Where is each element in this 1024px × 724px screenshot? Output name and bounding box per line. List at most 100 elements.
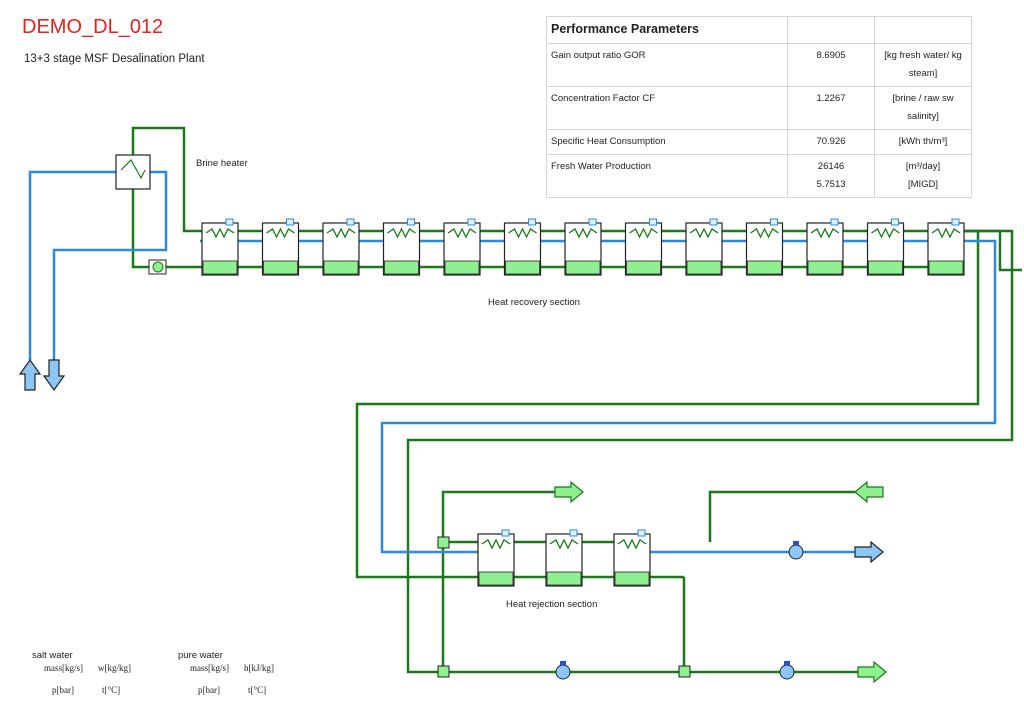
stage-pool [546, 571, 582, 586]
legend-caption: pure water [178, 650, 223, 661]
seawater-pipe [52, 170, 168, 360]
stage-pool [323, 260, 359, 275]
seawater-pipe [200, 239, 997, 554]
table-row: Specific Heat Consumption 70.926 [kWh th… [546, 129, 972, 155]
condenser-coil [447, 227, 477, 239]
stage-pool [444, 260, 480, 275]
heat-recovery-stage [624, 218, 663, 276]
heat-recovery-stage [745, 218, 784, 276]
param-name: Fresh Water Production [546, 154, 788, 198]
heat-recovery-stage [322, 218, 360, 276]
port [501, 529, 510, 537]
condenser-coil [810, 227, 840, 239]
stage-pool [565, 260, 601, 275]
stage-pool [478, 571, 514, 586]
legend-top-left: mass[kg/s] [44, 663, 83, 673]
condenser-coil [871, 227, 900, 239]
legend-top-left: mass[kg/s] [190, 663, 229, 673]
brine-heater-label: Brine heater [196, 158, 248, 169]
arrow-right-icon [857, 660, 887, 684]
arrow-down-icon [42, 359, 66, 392]
port [709, 218, 718, 226]
page-subtitle: 13+3 stage MSF Desalination Plant [24, 53, 205, 65]
brine-pipe [406, 229, 1014, 674]
stage-pool [626, 260, 661, 275]
heat-recovery-stage [382, 218, 421, 276]
legend-bottom-left: p[bar] [198, 685, 220, 695]
pump-icon [555, 664, 571, 680]
arrow-right-icon [554, 480, 584, 504]
condenser-coil [750, 227, 779, 239]
valve-icon [793, 541, 799, 545]
port [346, 218, 355, 226]
port [528, 218, 536, 226]
param-name: Gain output ratio GOR [546, 43, 788, 87]
heat-rejection-stage [613, 529, 651, 587]
heat-rejection-stage [545, 529, 583, 587]
port [225, 218, 234, 226]
stage-pool [807, 260, 843, 275]
condenser-coil [266, 227, 295, 239]
stage-pool [263, 260, 298, 275]
brine-pipe [355, 229, 980, 579]
port [407, 218, 415, 226]
port [830, 218, 839, 226]
condenser-coil [689, 227, 719, 239]
brine-pipe [441, 490, 555, 672]
legend-top-right: h[kJ/kg] [244, 663, 274, 673]
legend-bottom-right: t[°C] [248, 685, 267, 695]
legend-top-right: w[kg/kg] [98, 663, 131, 673]
stage-pool [384, 260, 419, 275]
port [951, 218, 960, 226]
condenser-coil [568, 227, 598, 239]
param-unit: [kWh th/m³] [874, 129, 972, 155]
pump-icon [779, 664, 795, 680]
condenser-coil [629, 227, 658, 239]
arrow-left-icon [854, 480, 884, 504]
splitter-icon [678, 665, 691, 678]
arrow-up-icon [18, 358, 42, 391]
condenser-coil [617, 538, 647, 550]
heat-recovery-stage [503, 218, 542, 276]
table-row: Gain output ratio GOR 8.6905 [kg fresh w… [546, 43, 972, 87]
param-unit: [brine / raw sw salinity] [874, 86, 972, 130]
param-value: 26146 [817, 161, 845, 172]
legend-bottom-right: t[°C] [102, 685, 121, 695]
mixer-icon [437, 536, 450, 549]
param-value: 8.6905 [787, 43, 875, 87]
heat-recovery-label: Heat recovery section [488, 297, 580, 308]
heat-recovery-stage [261, 218, 300, 276]
heat-recovery-stage [927, 218, 965, 276]
stage-pool [686, 260, 722, 275]
port [569, 529, 578, 537]
legend-pure-water: pure water mass[kg/s] h[kJ/kg] p[bar] t[… [178, 650, 290, 705]
param-unit: [kg fresh water/ kg steam] [874, 43, 972, 87]
brine-pipe [131, 126, 1022, 272]
pump-icon [152, 261, 164, 273]
stage-pool [614, 571, 650, 586]
condenser-coil [326, 227, 356, 239]
heat-rejection-label: Heat rejection section [506, 599, 598, 610]
port [467, 218, 476, 226]
stage-pool [868, 260, 903, 275]
legend-salt-water: salt water mass[kg/s] w[kg/kg] p[bar] t[… [32, 650, 144, 705]
port [588, 218, 597, 226]
condenser-coil [508, 227, 537, 239]
brine-pipe [131, 186, 960, 269]
stage-pool [928, 260, 964, 275]
stage-pool [202, 260, 238, 275]
condenser-coil [387, 227, 416, 239]
param-unit: [m³/day] [905, 161, 941, 172]
legend-caption: salt water [32, 650, 73, 661]
condenser-coil [549, 538, 579, 550]
condenser-coil [481, 538, 511, 550]
brine-heater [115, 154, 151, 190]
stage-pool [505, 260, 540, 275]
condenser-coil [931, 227, 961, 239]
arrow-right-icon [854, 540, 884, 564]
heat-recovery-stage [564, 218, 602, 276]
port [286, 218, 294, 226]
performance-heading: Performance Parameters [546, 16, 788, 44]
